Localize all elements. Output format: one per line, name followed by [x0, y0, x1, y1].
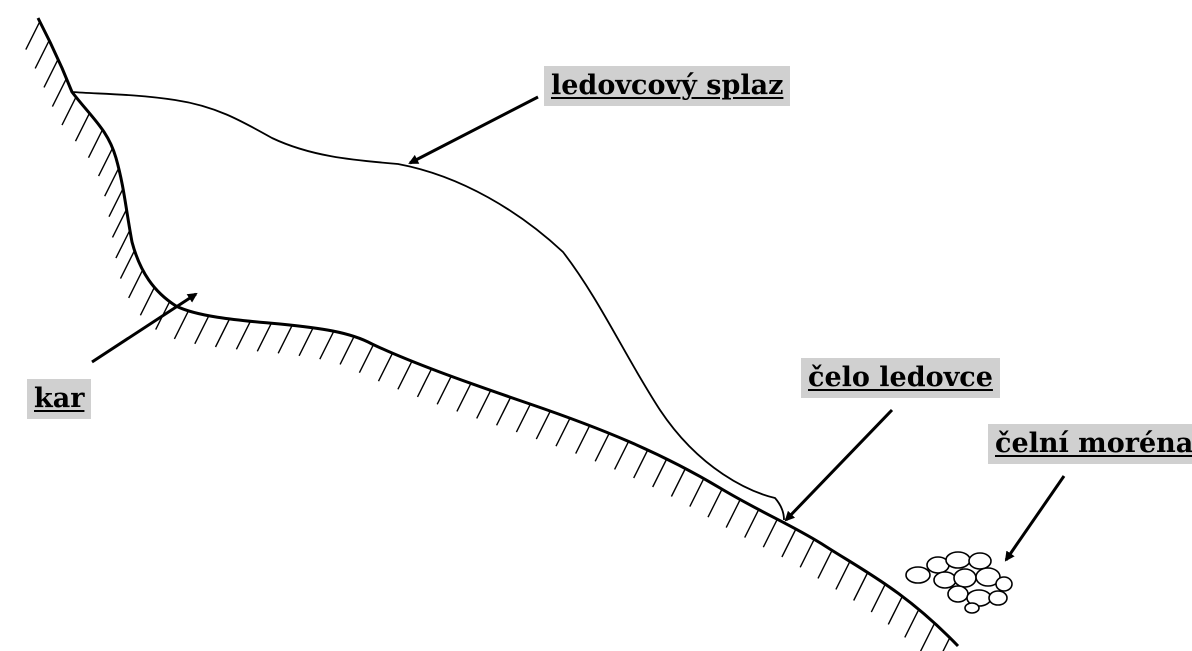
hatch-stroke [74, 112, 91, 142]
hatch-stroke [256, 322, 272, 352]
hatch-stroke [277, 324, 293, 354]
label-terminal-moraine: čelní moréna [988, 424, 1192, 464]
hatch-stroke [194, 315, 210, 345]
hatch-stroke [835, 561, 851, 590]
hatch-stroke [97, 147, 114, 177]
hatch-stroke [214, 318, 231, 348]
hatch-stroke [111, 209, 128, 238]
hatch-stroke [43, 59, 59, 88]
hatch-stroke [707, 488, 723, 518]
hatch-stroke [476, 390, 492, 419]
hatch-stroke [416, 368, 433, 398]
hatch-stroke [173, 310, 190, 340]
hatch-stroke [495, 396, 512, 426]
label-glacier-snout: čelo ledovce [801, 358, 1000, 398]
bedrock-profile [36, 17, 960, 648]
hatch-stroke [594, 432, 610, 462]
arrow-terminal-moraine [1004, 475, 1066, 562]
hatch-stroke [919, 622, 936, 651]
hatch-stroke [689, 478, 705, 507]
hatch-stroke [61, 96, 77, 126]
hatch-stroke [762, 518, 778, 548]
hatch-stroke [104, 167, 120, 197]
hatch-stroke [298, 327, 314, 357]
hatch-stroke [436, 375, 452, 405]
hatch-stroke [725, 499, 741, 528]
hatch-stroke [799, 538, 815, 568]
glacier-surface [71, 91, 785, 521]
moraine-stones [905, 551, 1013, 614]
hatch-stroke [119, 250, 136, 279]
label-cirque: kar [27, 379, 92, 419]
hatch-stroke [87, 129, 104, 159]
arrow-glacier-snout [784, 408, 894, 522]
arrow-cirque [91, 292, 198, 364]
hatch-stroke [904, 609, 920, 638]
arrow-glacier-tongue [408, 95, 539, 165]
hatch-stroke [613, 441, 630, 470]
hatch-stroke [128, 269, 144, 299]
hatch-stroke [108, 188, 124, 218]
hatch-stroke [942, 637, 951, 651]
hatch-stroke [397, 360, 413, 390]
hatch-stroke [319, 330, 335, 360]
hatch-stroke [51, 78, 68, 107]
hatch-stroke [652, 458, 668, 488]
hatch-stroke [377, 352, 394, 382]
bedrock-hatching [25, 21, 951, 651]
hatch-stroke [817, 550, 833, 579]
hatch-stroke [887, 596, 903, 625]
hatch-stroke [25, 21, 41, 50]
label-glacier-tongue: ledovcový splaz [544, 66, 791, 106]
hatch-stroke [670, 468, 687, 497]
hatch-stroke [575, 425, 591, 454]
hatch-stroke [781, 528, 797, 558]
hatch-stroke [139, 286, 156, 316]
hatch-stroke [34, 40, 50, 69]
hatch-stroke [744, 509, 760, 538]
hatch-stroke [870, 583, 886, 613]
hatch-stroke [555, 417, 571, 447]
hatch-stroke [633, 449, 649, 479]
hatch-stroke [358, 344, 375, 374]
hatch-stroke [235, 320, 252, 350]
hatch-stroke [456, 383, 472, 412]
hatch-stroke [115, 229, 131, 259]
hatch-stroke [515, 403, 532, 433]
hatch-stroke [339, 336, 355, 365]
hatch-stroke [853, 572, 869, 601]
hatch-stroke [535, 410, 551, 440]
